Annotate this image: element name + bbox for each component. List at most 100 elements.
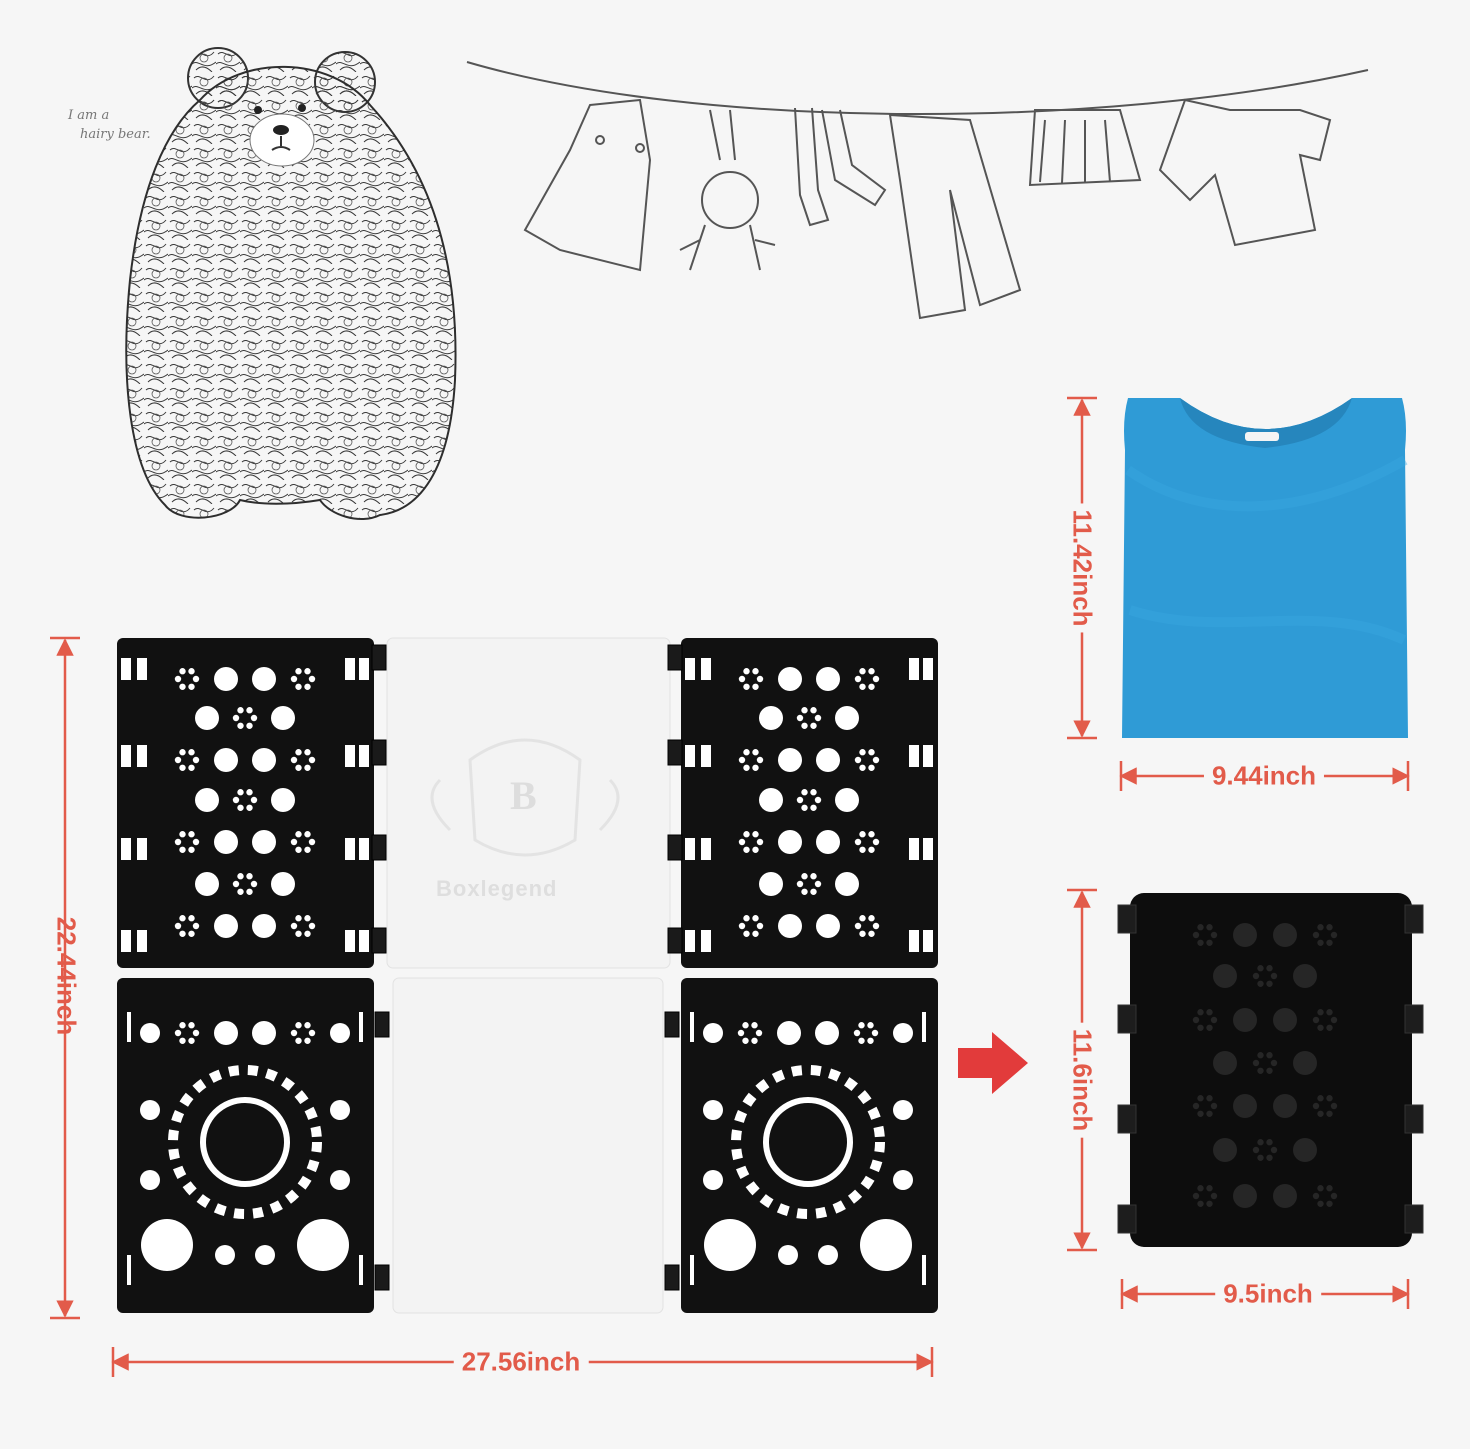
- board-flower-hole: [179, 668, 186, 675]
- board-slot: [701, 658, 711, 680]
- board-flower-hole: [237, 888, 244, 895]
- board-hole: [252, 914, 276, 938]
- board-hole: [214, 667, 238, 691]
- board-flower-hole: [743, 831, 750, 838]
- board-flower-hole: [1326, 1110, 1333, 1117]
- shirt-width-label: 9.44inch: [1203, 760, 1325, 792]
- board-flower-hole: [738, 675, 746, 683]
- board-flower-hole: [859, 668, 866, 675]
- board-flower-hole: [742, 1022, 749, 1029]
- board-hole: [835, 706, 859, 730]
- board-flower-hole: [738, 756, 746, 764]
- board-slot: [922, 1255, 926, 1285]
- board-hole: [252, 830, 276, 854]
- board-flower-hole: [752, 668, 759, 675]
- folded-board: [1117, 893, 1424, 1247]
- board-flower-hole: [810, 873, 817, 880]
- board-hole: [271, 872, 295, 896]
- board-flower-hole: [295, 1022, 302, 1029]
- board-hole: [759, 706, 783, 730]
- board-hole: [271, 788, 295, 812]
- board-slot: [345, 745, 355, 767]
- board-flower-hole: [1317, 1200, 1324, 1207]
- board-flower-hole: [810, 707, 817, 714]
- board-flower-hole: [738, 838, 746, 846]
- board-flower-hole: [192, 838, 200, 846]
- board-hole: [703, 1100, 723, 1120]
- board-flower-hole: [756, 922, 764, 930]
- board-hole: [778, 1245, 798, 1265]
- board-brand: Boxlegend: [436, 876, 558, 901]
- board-flower-hole: [1257, 1154, 1264, 1161]
- board-hole: [330, 1170, 350, 1190]
- board-flower-hole: [1192, 1102, 1200, 1110]
- board-flower-hole: [290, 675, 298, 683]
- board-flower-hole: [801, 873, 808, 880]
- board-flower-hole: [1270, 972, 1278, 980]
- board-flower-hole: [859, 930, 866, 937]
- folding-board: [117, 637, 938, 1314]
- board-hole: [297, 1219, 349, 1271]
- board-hole: [835, 788, 859, 812]
- board-hole: [816, 914, 840, 938]
- board-hole: [860, 1219, 912, 1271]
- board-flower-hole: [1326, 1185, 1333, 1192]
- board-flower-hole: [1330, 1016, 1338, 1024]
- board-slot: [701, 838, 711, 860]
- board-hole: [778, 914, 802, 938]
- folded-hole: [1233, 1094, 1257, 1118]
- board-flower-hole: [179, 930, 186, 937]
- board-flower-hole: [1270, 1059, 1278, 1067]
- board-slot: [685, 745, 695, 767]
- board-flower-hole: [295, 683, 302, 690]
- board-flower-hole: [1317, 939, 1324, 946]
- board-flower-hole: [1326, 1009, 1333, 1016]
- folded-hole: [1273, 1184, 1297, 1208]
- board-slot: [909, 658, 919, 680]
- folded-hole: [1233, 923, 1257, 947]
- board-slot: [359, 838, 369, 860]
- board-flower-hole: [304, 846, 311, 853]
- board-flower-hole: [743, 749, 750, 756]
- board-flower-hole: [854, 922, 862, 930]
- board-hole: [330, 1023, 350, 1043]
- board-flower-hole: [796, 880, 804, 888]
- board-flower-hole: [1317, 1095, 1324, 1102]
- board-slot: [127, 1012, 131, 1042]
- board-flower-hole: [1252, 972, 1260, 980]
- board-hole: [214, 830, 238, 854]
- board-flower-hole: [1330, 1192, 1338, 1200]
- board-flower-hole: [737, 1029, 745, 1037]
- board-flower-hole: [188, 1037, 195, 1044]
- board-flower-hole: [872, 838, 880, 846]
- board-slot: [121, 838, 131, 860]
- board-flower-hole: [295, 1037, 302, 1044]
- board-flower-hole: [1266, 1139, 1273, 1146]
- board-flower-hole: [174, 838, 182, 846]
- board-flower-hole: [859, 683, 866, 690]
- board-hole: [252, 1021, 276, 1045]
- board-flower-hole: [1210, 1192, 1218, 1200]
- board-flower-hole: [1192, 1016, 1200, 1024]
- board-slot: [121, 745, 131, 767]
- board-flower-hole: [1197, 939, 1204, 946]
- board-flower-hole: [1317, 1024, 1324, 1031]
- board-flower-hole: [1330, 1102, 1338, 1110]
- board-hole: [215, 1245, 235, 1265]
- board-flower-hole: [756, 838, 764, 846]
- board-flower-hole: [188, 915, 195, 922]
- board-flower-hole: [1192, 931, 1200, 939]
- board-flower-hole: [192, 675, 200, 683]
- board-flower-hole: [742, 1037, 749, 1044]
- board-flower-hole: [188, 846, 195, 853]
- board-flower-hole: [174, 1029, 182, 1037]
- board-flower-hole: [304, 668, 311, 675]
- board-flower-hole: [858, 1037, 865, 1044]
- board-slot: [121, 658, 131, 680]
- board-slot: [359, 658, 369, 680]
- board-flower-hole: [810, 722, 817, 729]
- board-flower-hole: [295, 831, 302, 838]
- board-flower-hole: [743, 846, 750, 853]
- board-flower-hole: [232, 796, 240, 804]
- board-flower-hole: [1197, 1009, 1204, 1016]
